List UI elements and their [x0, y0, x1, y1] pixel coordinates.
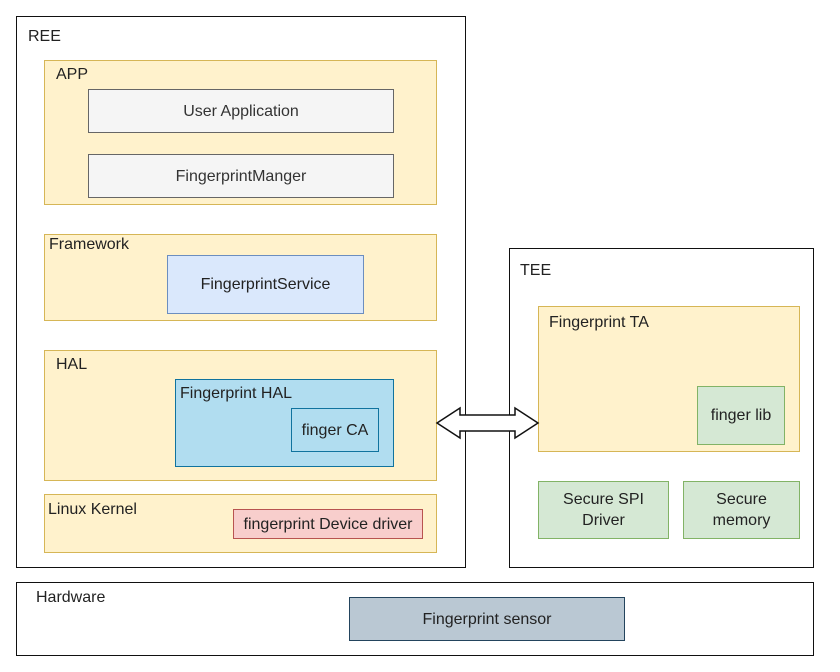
hardware-label: Hardware — [36, 589, 106, 606]
ree-label: REE — [28, 28, 61, 45]
fingerprint-sensor-box: Fingerprint sensor — [349, 597, 625, 641]
fingerprint-ta-label: Fingerprint TA — [549, 314, 649, 331]
fingerprint-manager-box: FingerprintManger — [88, 154, 394, 198]
fingerprint-service-box: FingerprintService — [167, 255, 364, 314]
app-label: APP — [56, 66, 89, 83]
secure-spi-driver-box: Secure SPI Driver — [538, 481, 669, 539]
user-application-box: User Application — [88, 89, 394, 133]
finger-lib-box: finger lib — [697, 386, 785, 445]
hal-label: HAL — [56, 356, 88, 373]
linux-kernel-label: Linux Kernel — [48, 501, 137, 518]
fingerprint-hal-label: Fingerprint HAL — [180, 385, 293, 402]
finger-ca-box: finger CA — [291, 408, 379, 452]
tee-label: TEE — [520, 262, 552, 279]
secure-memory-box: Secure memory — [683, 481, 800, 539]
device-driver-box: fingerprint Device driver — [233, 509, 423, 539]
framework-label: Framework — [49, 236, 130, 253]
